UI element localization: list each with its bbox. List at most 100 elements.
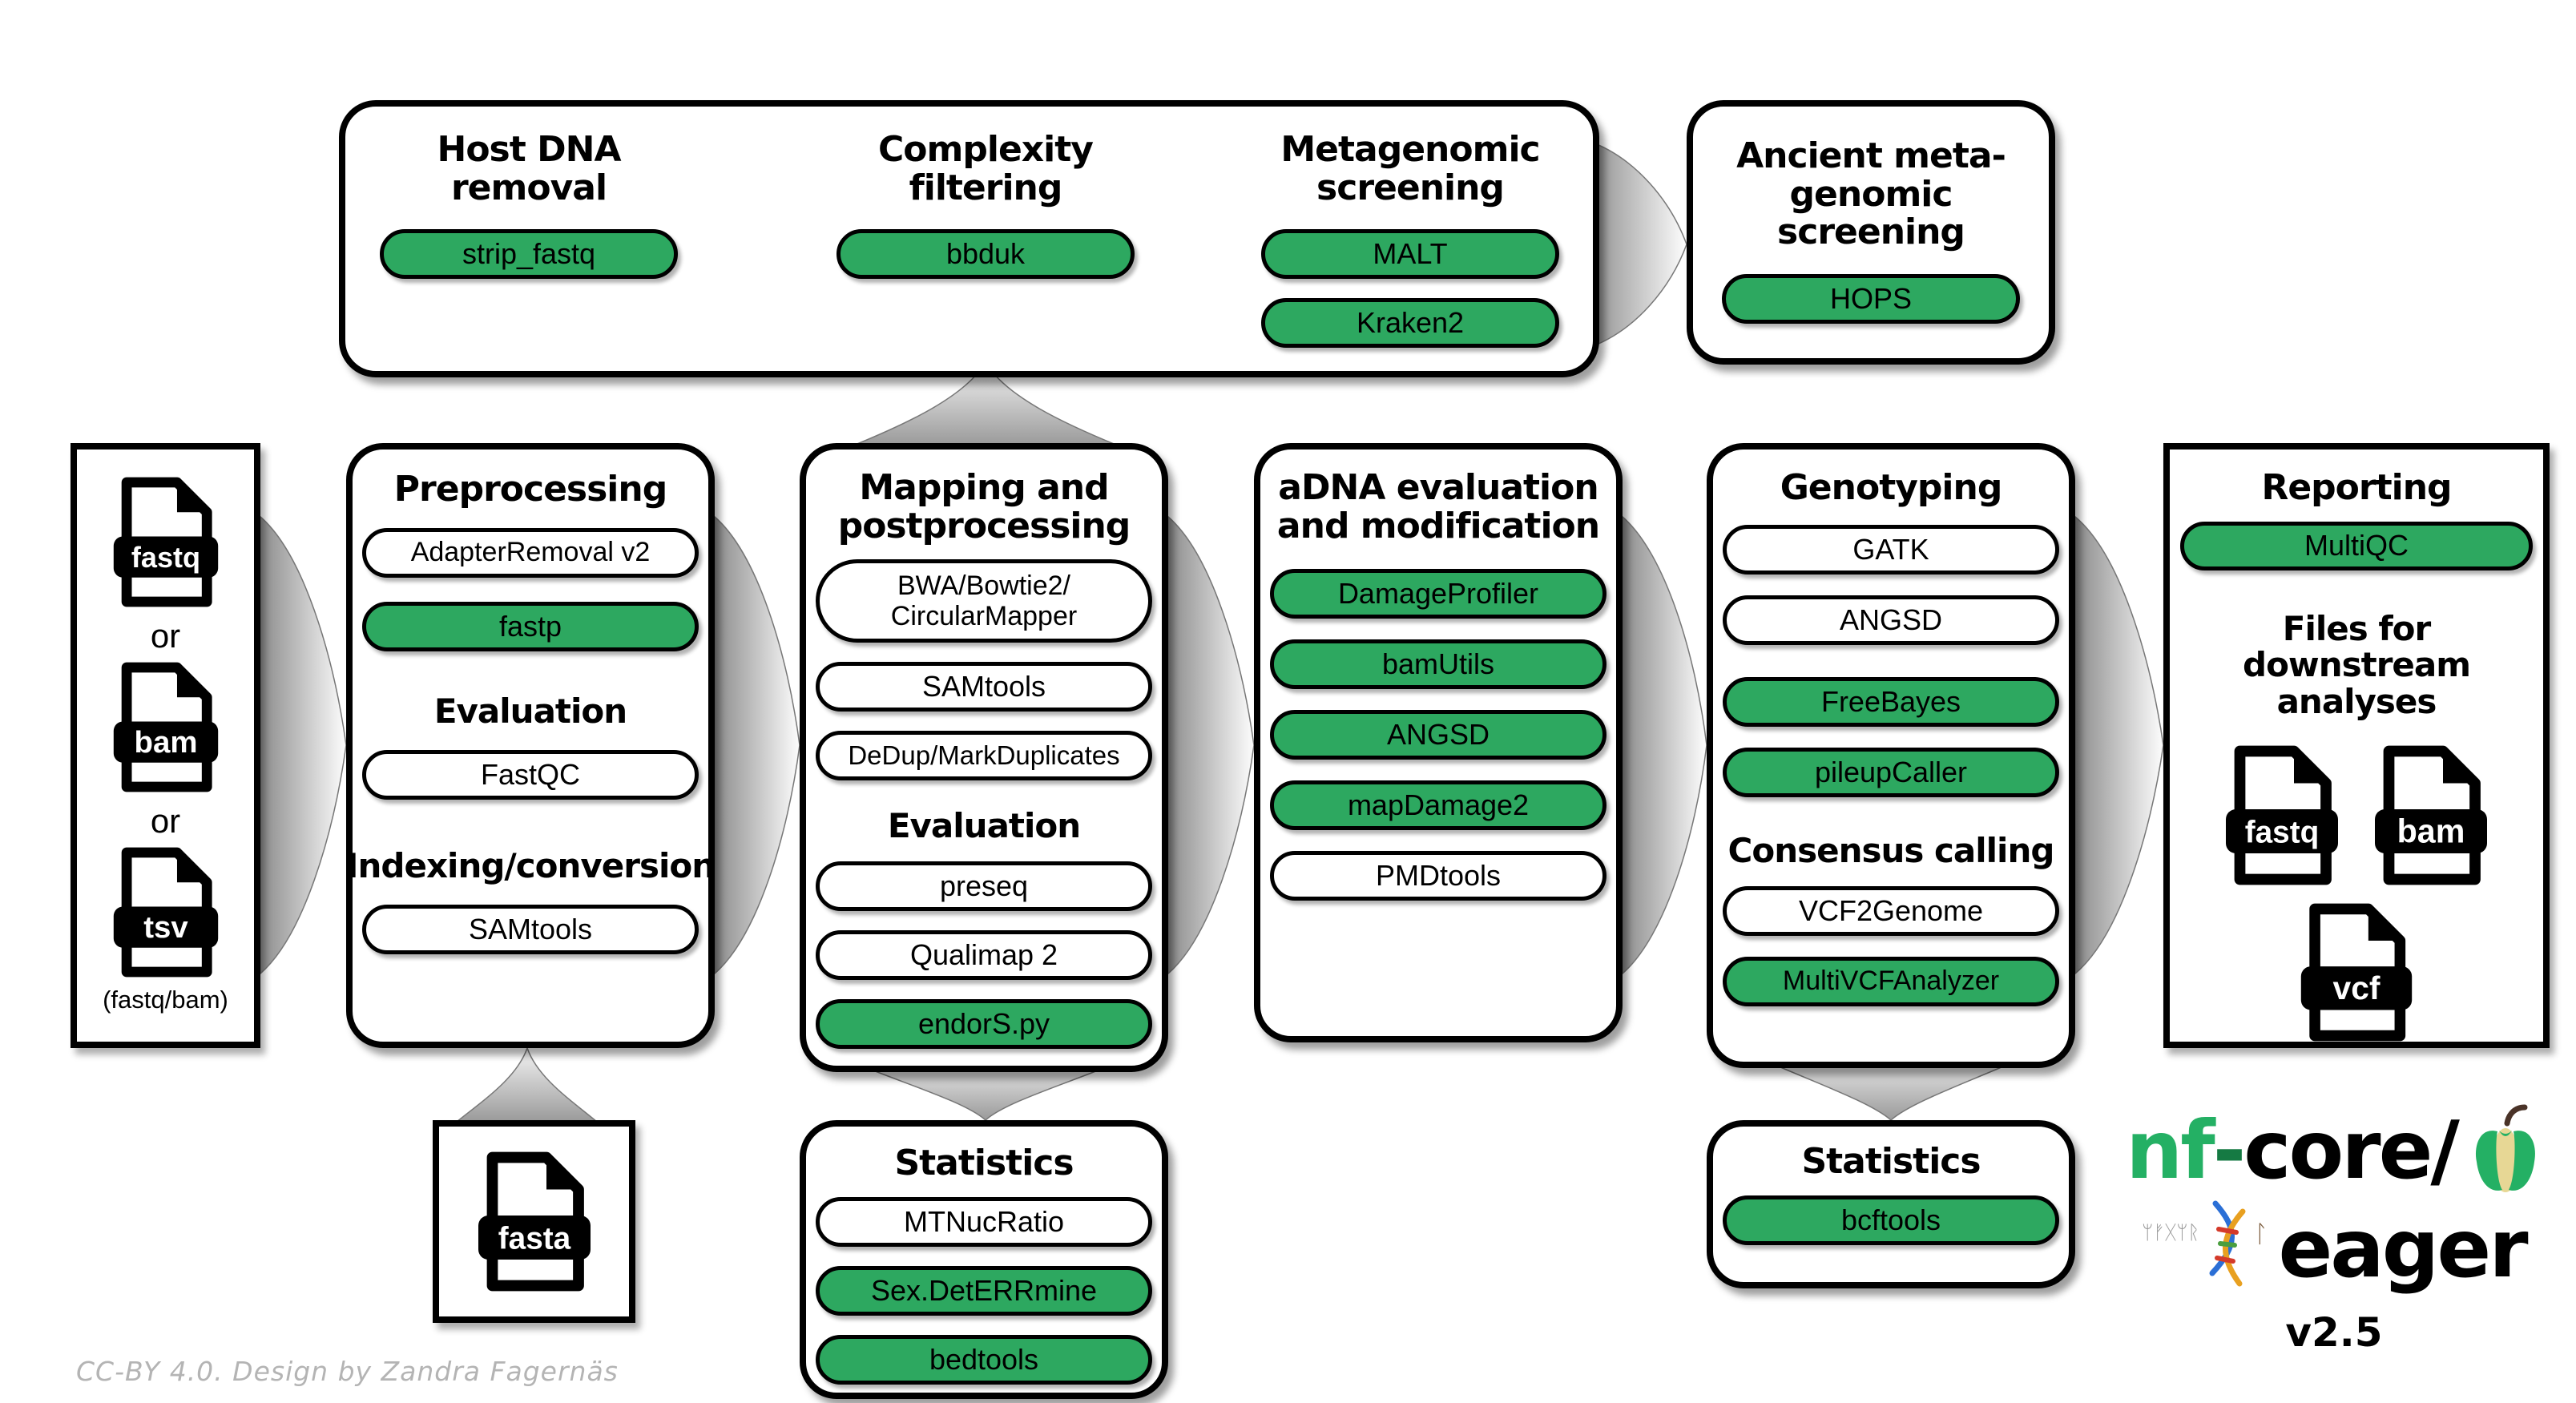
tool-hops: HOPS bbox=[1722, 273, 2020, 324]
arrow-preprocessing-to-mapping bbox=[714, 515, 800, 975]
complexity-filtering-column: Complexity filtering bbduk bbox=[817, 100, 1154, 280]
tool-angsd-adna: ANGSD bbox=[1270, 710, 1606, 760]
tool-multiqc: MultiQC bbox=[2180, 521, 2533, 570]
tool-mapdamage2: mapDamage2 bbox=[1270, 780, 1606, 831]
or-label: or bbox=[150, 802, 181, 840]
logo-eager: eager bbox=[2278, 1202, 2528, 1296]
tool-freebayes: FreeBayes bbox=[1723, 676, 2059, 727]
tool-mtnucratio: MTNucRatio bbox=[816, 1196, 1152, 1247]
tool-angsd-genotyping: ANGSD bbox=[1723, 595, 2059, 645]
complexity-filtering-title: Complexity filtering bbox=[878, 129, 1094, 208]
mapping-title: Mapping and postprocessing bbox=[837, 467, 1131, 546]
arrow-genotyping-to-reporting bbox=[2074, 515, 2164, 975]
tool-bedtools: bedtools bbox=[816, 1334, 1152, 1385]
host-dna-removal-title: Host DNA removal bbox=[437, 129, 622, 208]
tool-multivcfanalyzer: MultiVCFAnalyzer bbox=[1723, 956, 2059, 1006]
svg-text:bam: bam bbox=[2397, 812, 2465, 849]
fastq-file-icon: fastq bbox=[113, 477, 218, 607]
tool-bbduk: bbduk bbox=[836, 229, 1135, 280]
tool-bcftools: bcftools bbox=[1723, 1195, 2059, 1245]
svg-text:fastq: fastq bbox=[2245, 815, 2320, 849]
statistics-right-title: Statistics bbox=[1801, 1141, 1981, 1182]
logo-nf: nf bbox=[2126, 1103, 2215, 1197]
tool-vcf2genome: VCF2Genome bbox=[1723, 885, 2059, 936]
tool-pileupcaller: pileupCaller bbox=[1723, 747, 2059, 797]
tool-preseq: preseq bbox=[816, 861, 1152, 912]
host-dna-removal-column: Host DNA removal strip_fastq bbox=[361, 100, 697, 280]
tool-adapterremoval: AdapterRemoval v2 bbox=[362, 527, 699, 578]
vcf-output-icon: vcf bbox=[2300, 903, 2413, 1042]
svg-text:ᛚ: ᛚ bbox=[2254, 1220, 2268, 1248]
tool-bwa-bowtie2-circularmapper: BWA/Bowtie2/ CircularMapper bbox=[816, 559, 1152, 643]
nf-core-eager-logo: nf-core/ ᛘᚠᚷᛘᚱ ᛚ eager v2.5 bbox=[2099, 1104, 2569, 1356]
logo-version: v2.5 bbox=[2285, 1309, 2383, 1356]
tool-samtools: SAMtools bbox=[362, 905, 699, 955]
svg-text:fastq: fastq bbox=[131, 541, 200, 574]
svg-text:tsv: tsv bbox=[143, 910, 188, 945]
logo-core: core/ bbox=[2243, 1103, 2460, 1197]
arrow-metagenomic-to-ancient bbox=[1586, 139, 1687, 350]
arrow-genotyping-to-statistics bbox=[1778, 1066, 2004, 1122]
tool-samtools-mapping: SAMtools bbox=[816, 662, 1152, 712]
downstream-files-heading: Files for downstream analyses bbox=[2243, 608, 2471, 721]
arrow-fasta-to-preprocessing bbox=[454, 1046, 599, 1123]
arrow-input-to-preprocessing bbox=[260, 515, 347, 975]
tool-malt: MALT bbox=[1261, 229, 1559, 280]
tool-bamutils: bamUtils bbox=[1270, 639, 1606, 690]
svg-text:fasta: fasta bbox=[498, 1221, 570, 1256]
dna-helix-icon: ᛘᚠᚷᛘᚱ ᛚ bbox=[2142, 1200, 2268, 1287]
genotyping-title: Genotyping bbox=[1780, 467, 2003, 508]
reporting-title: Reporting bbox=[2261, 467, 2452, 508]
tsv-file-icon: tsv bbox=[113, 847, 218, 978]
preprocessing-title: Preprocessing bbox=[393, 469, 667, 510]
apple-core-icon bbox=[2475, 1104, 2535, 1192]
svg-text:bam: bam bbox=[134, 725, 197, 760]
logo-line2: ᛘᚠᚷᛘᚱ ᛚ eager bbox=[2142, 1197, 2529, 1301]
tool-dedup-markduplicates: DeDup/MarkDuplicates bbox=[816, 731, 1152, 781]
fastq-output-icon: fastq bbox=[2226, 745, 2338, 885]
ancient-metagenomic-title: Ancient meta- genomic screening bbox=[1736, 135, 2006, 253]
statistics-right-box: Statistics bcftools bbox=[1707, 1120, 2075, 1288]
tool-pmdtools: PMDtools bbox=[1270, 851, 1606, 901]
arrow-mapping-to-statistics bbox=[873, 1070, 1099, 1122]
tsv-note: (fastq/bam) bbox=[103, 986, 228, 1014]
genotyping-box: Genotyping GATK ANGSD FreeBayes pileupCa… bbox=[1707, 443, 2075, 1068]
tool-qualimap2: Qualimap 2 bbox=[816, 930, 1152, 981]
tool-fastp: fastp bbox=[362, 601, 699, 651]
evaluation-heading: Evaluation bbox=[433, 691, 627, 731]
tool-endors-py: endorS.py bbox=[816, 999, 1152, 1050]
tool-gatk: GATK bbox=[1723, 524, 2059, 575]
adna-box: aDNA evaluation and modification DamageP… bbox=[1254, 443, 1623, 1042]
metagenomic-screening-title: Metagenomic screening bbox=[1280, 129, 1540, 208]
arrow-mapping-to-adna bbox=[1167, 515, 1255, 975]
adna-title: aDNA evaluation and modification bbox=[1276, 467, 1600, 546]
arrow-adna-to-genotyping bbox=[1622, 515, 1707, 975]
tool-sexdeterrmine: Sex.DetERRmine bbox=[816, 1265, 1152, 1316]
bam-output-icon: bam bbox=[2375, 745, 2487, 885]
evaluation-heading: Evaluation bbox=[887, 806, 1081, 846]
logo-hyphen: - bbox=[2212, 1103, 2246, 1197]
reporting-box: Reporting MultiQC Files for downstream a… bbox=[2163, 443, 2550, 1048]
ancient-metagenomic-box: Ancient meta- genomic screening HOPS bbox=[1687, 100, 2055, 365]
indexing-conversion-heading: Indexing/conversion bbox=[345, 845, 716, 885]
tool-fastqc: FastQC bbox=[362, 749, 699, 800]
statistics-mid-box: Statistics MTNucRatio Sex.DetERRmine bed… bbox=[800, 1120, 1168, 1399]
logo-line1: nf-core/ bbox=[2126, 1104, 2542, 1197]
mapping-box: Mapping and postprocessing BWA/Bowtie2/ … bbox=[800, 443, 1168, 1072]
consensus-calling-heading: Consensus calling bbox=[1727, 830, 2055, 870]
tool-kraken2: Kraken2 bbox=[1261, 298, 1559, 349]
tool-strip-fastq: strip_fastq bbox=[380, 229, 678, 280]
input-files-box: fastq or bam or tsv (fastq/bam) bbox=[71, 443, 260, 1048]
downstream-files-row: fastq bam bbox=[2222, 745, 2491, 885]
svg-text:ᛘᚠᚷᛘᚱ: ᛘᚠᚷᛘᚱ bbox=[2142, 1221, 2199, 1244]
statistics-mid-title: Statistics bbox=[894, 1143, 1074, 1183]
tool-damageprofiler: DamageProfiler bbox=[1270, 569, 1606, 619]
bam-file-icon: bam bbox=[113, 662, 218, 792]
metagenomic-screening-column: Metagenomic screening MALT Kraken2 bbox=[1242, 100, 1578, 349]
preprocessing-box: Preprocessing AdapterRemoval v2 fastp Ev… bbox=[345, 443, 716, 1048]
svg-text:vcf: vcf bbox=[2333, 970, 2380, 1006]
or-label: or bbox=[150, 617, 181, 655]
license-credit: CC-BY 4.0. Design by Zandra Fagernäs bbox=[76, 1356, 619, 1387]
